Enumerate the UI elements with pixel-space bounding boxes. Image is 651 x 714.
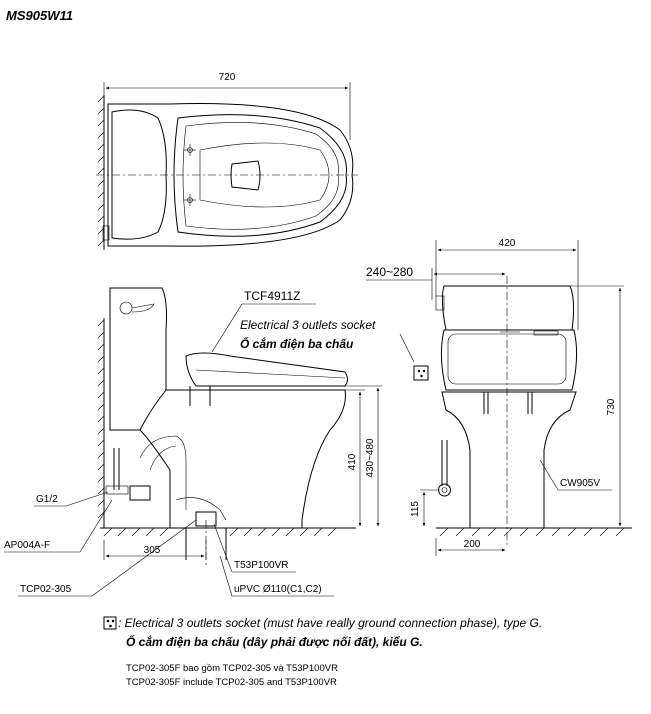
dim-front-height: 730 <box>606 398 617 415</box>
pipe-label: uPVC Ø110(C1,C2) <box>234 584 322 595</box>
flange-label: TCP02-305 <box>20 584 72 595</box>
dim-outlet-offset: 240~280 <box>366 265 413 279</box>
kit-note-vi: TCP02-305F bao gồm TCP02-305 và T53P100V… <box>126 663 338 674</box>
supply-label: G1/2 <box>36 494 58 505</box>
socket-label-en: Electrical 3 outlets socket <box>240 318 376 332</box>
side-view: 410 430~480 305 TCF4911Z Electrical 3 ou… <box>4 287 429 597</box>
dim-top-width: 720 <box>219 72 236 83</box>
socket-note-vi: Ổ cắm điện ba chấu (dây phải được nối đấ… <box>126 634 423 649</box>
dim-front-width: 420 <box>499 238 516 249</box>
notes: : Electrical 3 outlets socket (must have… <box>103 616 542 688</box>
front-view: 420 240~280 730 115 200 CW905V <box>366 238 632 556</box>
kit-note-en: TCP02-305F include TCP02-305 and T53P100… <box>126 677 337 688</box>
bowl-label: CW905V <box>560 478 600 489</box>
dim-supply-height: 115 <box>410 501 421 517</box>
valve-label: AP004A-F <box>4 540 50 551</box>
seat-model-label: TCF4911Z <box>244 289 300 303</box>
socket-icon <box>103 616 117 630</box>
dim-front-base: 200 <box>464 539 481 550</box>
dim-rough-in: 305 <box>144 545 161 556</box>
model-title: MS905W11 <box>6 8 73 23</box>
socket-label-vi: Ổ cắm điện ba chấu <box>240 336 354 351</box>
dim-side-height: 410 <box>347 453 358 470</box>
dim-seat-height: 430~480 <box>365 438 376 478</box>
socket-note-en: : Electrical 3 outlets socket (must have… <box>118 616 542 630</box>
wall-socket-icon <box>413 365 429 381</box>
top-view: 720 <box>96 72 358 250</box>
drain-part-label: T53P100VR <box>234 560 288 571</box>
